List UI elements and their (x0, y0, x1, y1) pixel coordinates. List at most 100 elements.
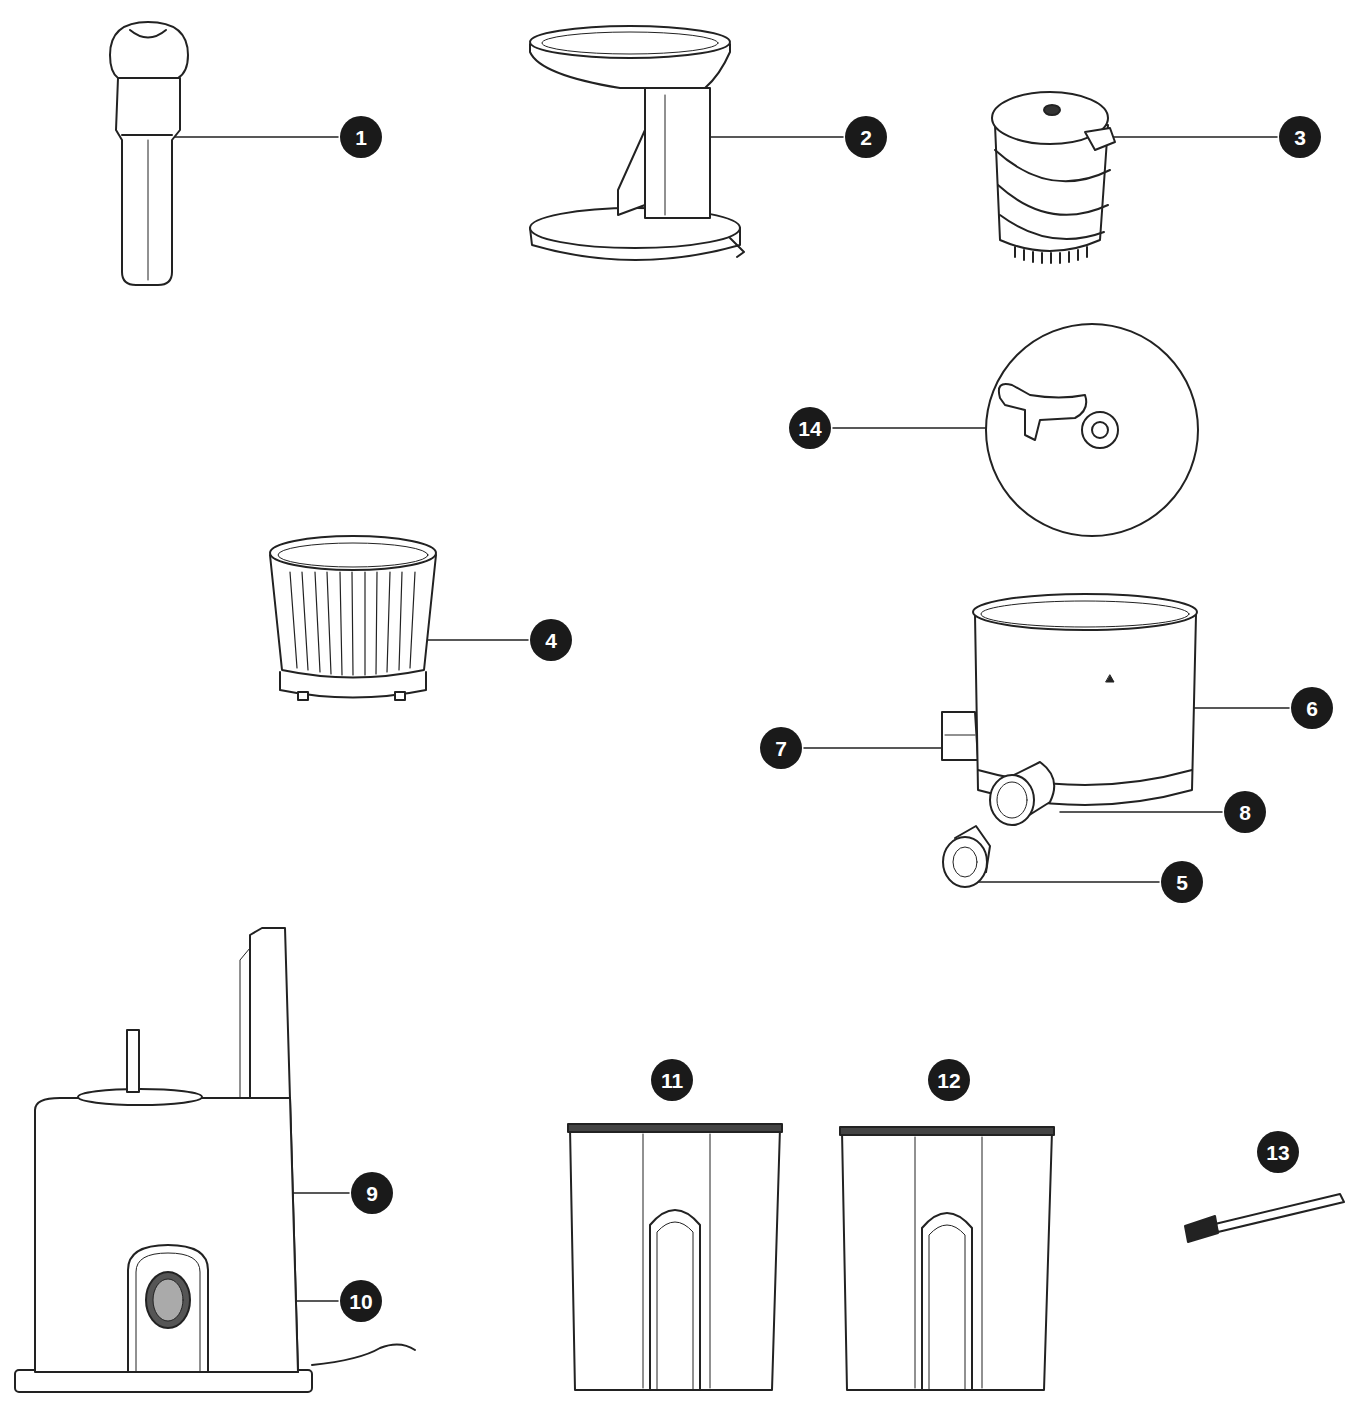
pusher-drawing-part (122, 134, 172, 136)
pulp-cup-drawing-part (840, 1127, 1054, 1135)
pusher-drawing (110, 22, 188, 285)
leader-line (165, 137, 1289, 1301)
detail-inset-part (986, 324, 1198, 536)
pusher-drawing-part (110, 22, 188, 78)
detail-inset-part (1092, 422, 1108, 438)
auger-drawing-part (998, 185, 1108, 215)
strainer-drawing-part-part (364, 572, 365, 675)
callout-number: 12 (928, 1059, 970, 1101)
callout-number: 9 (351, 1172, 393, 1214)
strainer-drawing-part-part (376, 572, 377, 674)
leader-line-part (1100, 136, 1277, 138)
callout-number: 13 (1257, 1131, 1299, 1173)
strainer-drawing-part-part (387, 572, 390, 672)
callout-number: 7 (760, 727, 802, 769)
auger-drawing (992, 92, 1115, 263)
lid-drawing-part (530, 26, 730, 58)
strainer-drawing-part (290, 572, 415, 675)
leader-line-part (804, 747, 960, 749)
auger-drawing-part (1015, 247, 1087, 263)
juice-cup-drawing-part (570, 1128, 780, 1390)
motor-base-drawing-part (153, 1279, 183, 1321)
strainer-drawing-part-part (410, 572, 415, 668)
lid-drawing (530, 26, 744, 260)
auger-drawing-part (1085, 128, 1115, 150)
leader-line-part (1060, 811, 1222, 813)
bowl-drawing-part (973, 594, 1197, 630)
callout-number: 3 (1279, 116, 1321, 158)
bowl-drawing-part (981, 601, 1189, 627)
pusher-drawing-part (130, 30, 166, 38)
bowl-drawing-part (945, 735, 975, 736)
strainer-drawing-part-part (399, 572, 402, 670)
auger-drawing-part (1000, 215, 1104, 239)
callout-number: 10 (340, 1280, 382, 1322)
bowl-drawing-part (943, 837, 987, 887)
auger-drawing-part (995, 150, 1110, 181)
bowl-drawing-part (990, 775, 1034, 825)
strainer-drawing-part (278, 543, 428, 567)
leader-line-part (165, 136, 338, 138)
strainer-drawing-part-part (340, 572, 342, 675)
motor-base-drawing-part (240, 948, 250, 1098)
bowl-drawing (942, 594, 1197, 887)
bowl-drawing-part (1106, 675, 1114, 682)
detail-inset-part (999, 384, 1086, 440)
bowl-drawing-part (997, 782, 1027, 818)
strainer-drawing-part-part (352, 572, 353, 675)
strainer-drawing-part (270, 536, 436, 570)
juice-cup-drawing-part (710, 1134, 711, 1388)
juice-cup-drawing-part (643, 1134, 644, 1388)
pulp-cup-drawing-part (922, 1213, 972, 1390)
pulp-cup-drawing-part (842, 1131, 1052, 1390)
callout-number: 5 (1161, 861, 1203, 903)
leader-line-part (978, 881, 1159, 883)
pusher-drawing-part (116, 78, 180, 285)
callout-number: 6 (1291, 687, 1333, 729)
detail-inset-part (1082, 412, 1118, 448)
juice-cup-drawing-part (657, 1222, 693, 1390)
lid-drawing-part (645, 88, 710, 218)
pulp-cup-drawing-part (929, 1225, 965, 1390)
callout-number: 11 (651, 1059, 693, 1101)
motor-base-drawing (15, 928, 415, 1392)
strainer-drawing-part-part (302, 572, 308, 670)
detail-inset (986, 324, 1198, 536)
motor-base-drawing-part (127, 1030, 139, 1092)
lid-drawing-part (730, 238, 744, 257)
pulp-cup-drawing (840, 1127, 1054, 1390)
lid-drawing-part (542, 32, 718, 54)
callout-number: 1 (340, 116, 382, 158)
callout-number: 8 (1224, 791, 1266, 833)
juice-cup-drawing-part (650, 1210, 700, 1390)
lid-drawing-part (665, 95, 666, 215)
pulp-cup-drawing-part (915, 1137, 916, 1388)
motor-base-drawing-part (15, 1370, 312, 1392)
lid-drawing-part (618, 130, 645, 215)
strainer-drawing-part-part (290, 572, 297, 668)
callout-number: 4 (530, 619, 572, 661)
motor-base-drawing-part (136, 1253, 200, 1372)
cleaning-brush-drawing (1185, 1194, 1344, 1242)
juice-cup-drawing-part (568, 1124, 782, 1132)
strainer-drawing (270, 536, 436, 700)
bowl-drawing-part (942, 712, 978, 760)
strainer-drawing-part (298, 692, 308, 700)
auger-drawing-part (1044, 105, 1060, 115)
motor-base-drawing-part (35, 1098, 298, 1372)
pulp-cup-drawing-part (982, 1137, 983, 1388)
strainer-drawing-part-part (327, 572, 331, 674)
strainer-drawing-part-part (315, 572, 320, 672)
motor-base-drawing-part (146, 1272, 190, 1328)
pusher-drawing-part (148, 140, 149, 280)
callout-number: 14 (789, 407, 831, 449)
cleaning-brush-drawing-part (1185, 1216, 1218, 1242)
motor-base-drawing-part (128, 1245, 208, 1372)
strainer-drawing-part (395, 692, 405, 700)
bowl-drawing-part (953, 847, 977, 877)
strainer-drawing-part (270, 555, 436, 678)
cleaning-brush-drawing-part (1215, 1194, 1344, 1232)
